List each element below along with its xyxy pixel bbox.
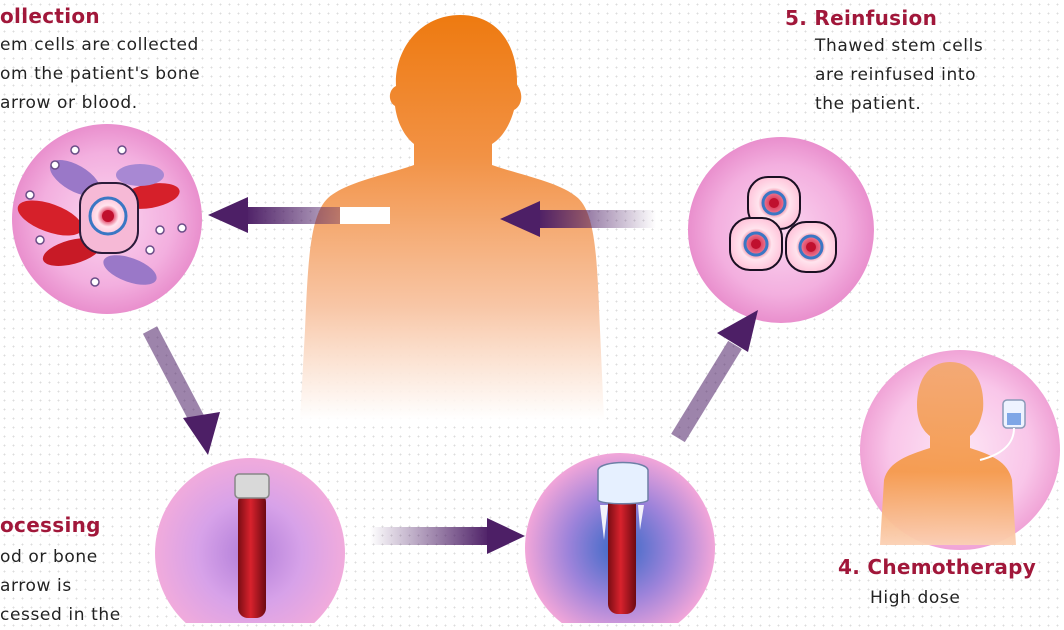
arrow-icon-collection-to-processing bbox=[150, 330, 220, 455]
chemotherapy-title: 4. Chemotherapy bbox=[838, 555, 1036, 579]
chemotherapy-line: High dose bbox=[870, 584, 960, 613]
processing-line: cessed in the bbox=[0, 601, 121, 630]
arrow-icon-freezing-to-reinfusion bbox=[678, 310, 758, 438]
reinfusion-title: 5. Reinfusion bbox=[785, 6, 937, 30]
collection-line: om the patient's bone bbox=[0, 60, 200, 89]
collection-description: em cells are collected om the patient's … bbox=[0, 31, 200, 118]
collection-line: arrow or blood. bbox=[0, 89, 200, 118]
arrow-icon-processing-to-freezing bbox=[370, 518, 525, 554]
reinfusion-description: Thawed stem cells are reinfused into the… bbox=[815, 32, 983, 119]
reinfusion-circle bbox=[688, 137, 874, 323]
processing-description: od or bone arrow is cessed in the bbox=[0, 543, 121, 630]
chemotherapy-circle bbox=[860, 350, 1060, 550]
collection-title: ollection bbox=[0, 4, 100, 28]
reinfusion-line: Thawed stem cells bbox=[815, 32, 983, 61]
processing-title: ocessing bbox=[0, 513, 101, 537]
reinfusion-line: the patient. bbox=[815, 90, 983, 119]
processing-line: od or bone bbox=[0, 543, 121, 572]
reinfusion-line: are reinfused into bbox=[815, 61, 983, 90]
collection-line: em cells are collected bbox=[0, 31, 200, 60]
collection-circle bbox=[12, 124, 202, 314]
chemotherapy-description: High dose bbox=[870, 584, 960, 613]
processing-circle bbox=[155, 458, 345, 623]
processing-line: arrow is bbox=[0, 572, 121, 601]
freezing-circle bbox=[525, 453, 715, 623]
